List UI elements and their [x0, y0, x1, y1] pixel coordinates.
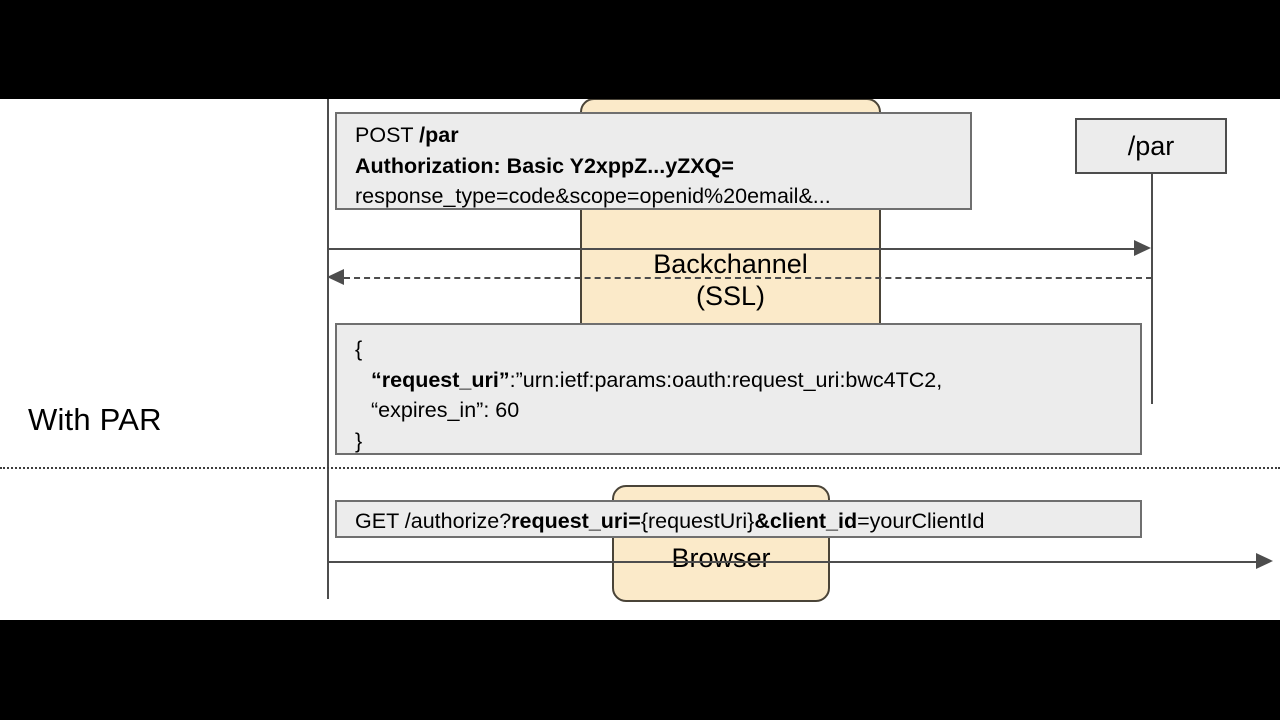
msg-get-seg-request-uri-val: {requestUri}: [640, 509, 755, 533]
message-post-par-line3: response_type=code&scope=openid%20email&…: [355, 181, 956, 212]
message-json-line4: }: [355, 426, 1126, 457]
phase-divider: [0, 467, 1280, 469]
arrow-authorize-line: [328, 561, 1256, 563]
message-json-line1: {: [355, 334, 1126, 365]
arrow-par-response-line: [344, 277, 1152, 279]
node-par-endpoint-label: /par: [1127, 130, 1175, 161]
client-lifeline: [327, 99, 329, 599]
msg-json-open-brace: {: [355, 337, 363, 361]
lane-backchannel-label-line1: Backchannel: [653, 249, 808, 279]
arrow-par-response-head: [327, 269, 344, 285]
lane-backchannel-label: Backchannel (SSL): [582, 249, 879, 313]
msg-post-seg-authorization: Authorization: Basic Y2xppZ...yZXQ=: [355, 153, 734, 178]
msg-get-seg-client-id-val: =yourClientId: [857, 509, 985, 533]
lane-browser-label: Browser: [671, 543, 771, 573]
page-title: With PAR: [28, 402, 162, 437]
lane-backchannel-label-line2: (SSL): [695, 280, 766, 311]
arrow-par-request-line: [328, 248, 1134, 250]
message-json-line2: “request_uri”:”urn:ietf:params:oauth:req…: [355, 365, 1126, 396]
msg-json-key-request-uri: “request_uri”: [371, 367, 510, 392]
arrow-authorize-head: [1256, 553, 1273, 569]
arrow-par-request-head: [1134, 240, 1151, 256]
msg-get-seg-client-id-key: &client_id: [754, 509, 858, 533]
msg-json-close-brace: }: [355, 429, 363, 454]
message-par-json-response: { “request_uri”:”urn:ietf:params:oauth:r…: [335, 323, 1142, 455]
message-post-par-line2: Authorization: Basic Y2xppZ...yZXQ=: [355, 151, 956, 182]
msg-post-seg-path: /par: [419, 123, 459, 147]
msg-post-seg-method: POST: [355, 123, 420, 147]
message-post-par: POST /par Authorization: Basic Y2xppZ...…: [335, 112, 972, 210]
msg-post-seg-body: response_type=code&scope=openid%20email&…: [355, 184, 831, 209]
message-get-authorize: GET /authorize?request_uri={requestUri}&…: [335, 500, 1142, 538]
msg-json-expires-in: “expires_in”: 60: [371, 398, 520, 423]
diagram-canvas: With PAR Backchannel (SSL) /par POST /pa…: [0, 99, 1280, 620]
node-par-endpoint[interactable]: /par: [1075, 118, 1227, 174]
par-endpoint-lifeline: [1151, 174, 1153, 404]
message-post-par-line1: POST /par: [355, 120, 956, 151]
msg-get-seg-method: GET /authorize?: [355, 509, 512, 533]
msg-get-seg-request-uri-key: request_uri=: [511, 509, 641, 533]
message-json-line3: “expires_in”: 60: [355, 395, 1126, 426]
msg-json-val-request-uri: :”urn:ietf:params:oauth:request_uri:bwc4…: [509, 367, 943, 392]
